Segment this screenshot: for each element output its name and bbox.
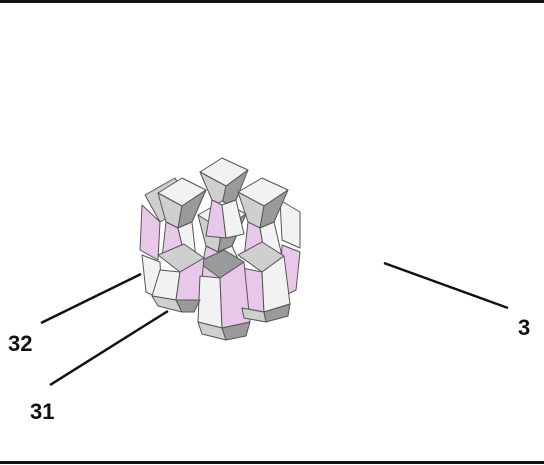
leader-line-32 [40,272,142,325]
callout-label-3: 3 [518,315,531,340]
bottom-border [0,461,544,464]
lattice-cell [139,204,161,261]
lattice-cell [197,275,223,329]
lattice-cell [221,199,245,239]
lattice-cell [175,299,201,313]
lattice-cell [263,303,291,323]
top-border [0,0,544,3]
leader-line-31 [49,309,169,387]
lattice-cell [221,321,251,341]
lattice-cell [279,199,301,249]
lattice-structure [139,157,301,341]
callout-label-32: 32 [8,331,33,356]
callout-label-31: 31 [30,399,55,424]
leader-line-3 [383,261,509,310]
